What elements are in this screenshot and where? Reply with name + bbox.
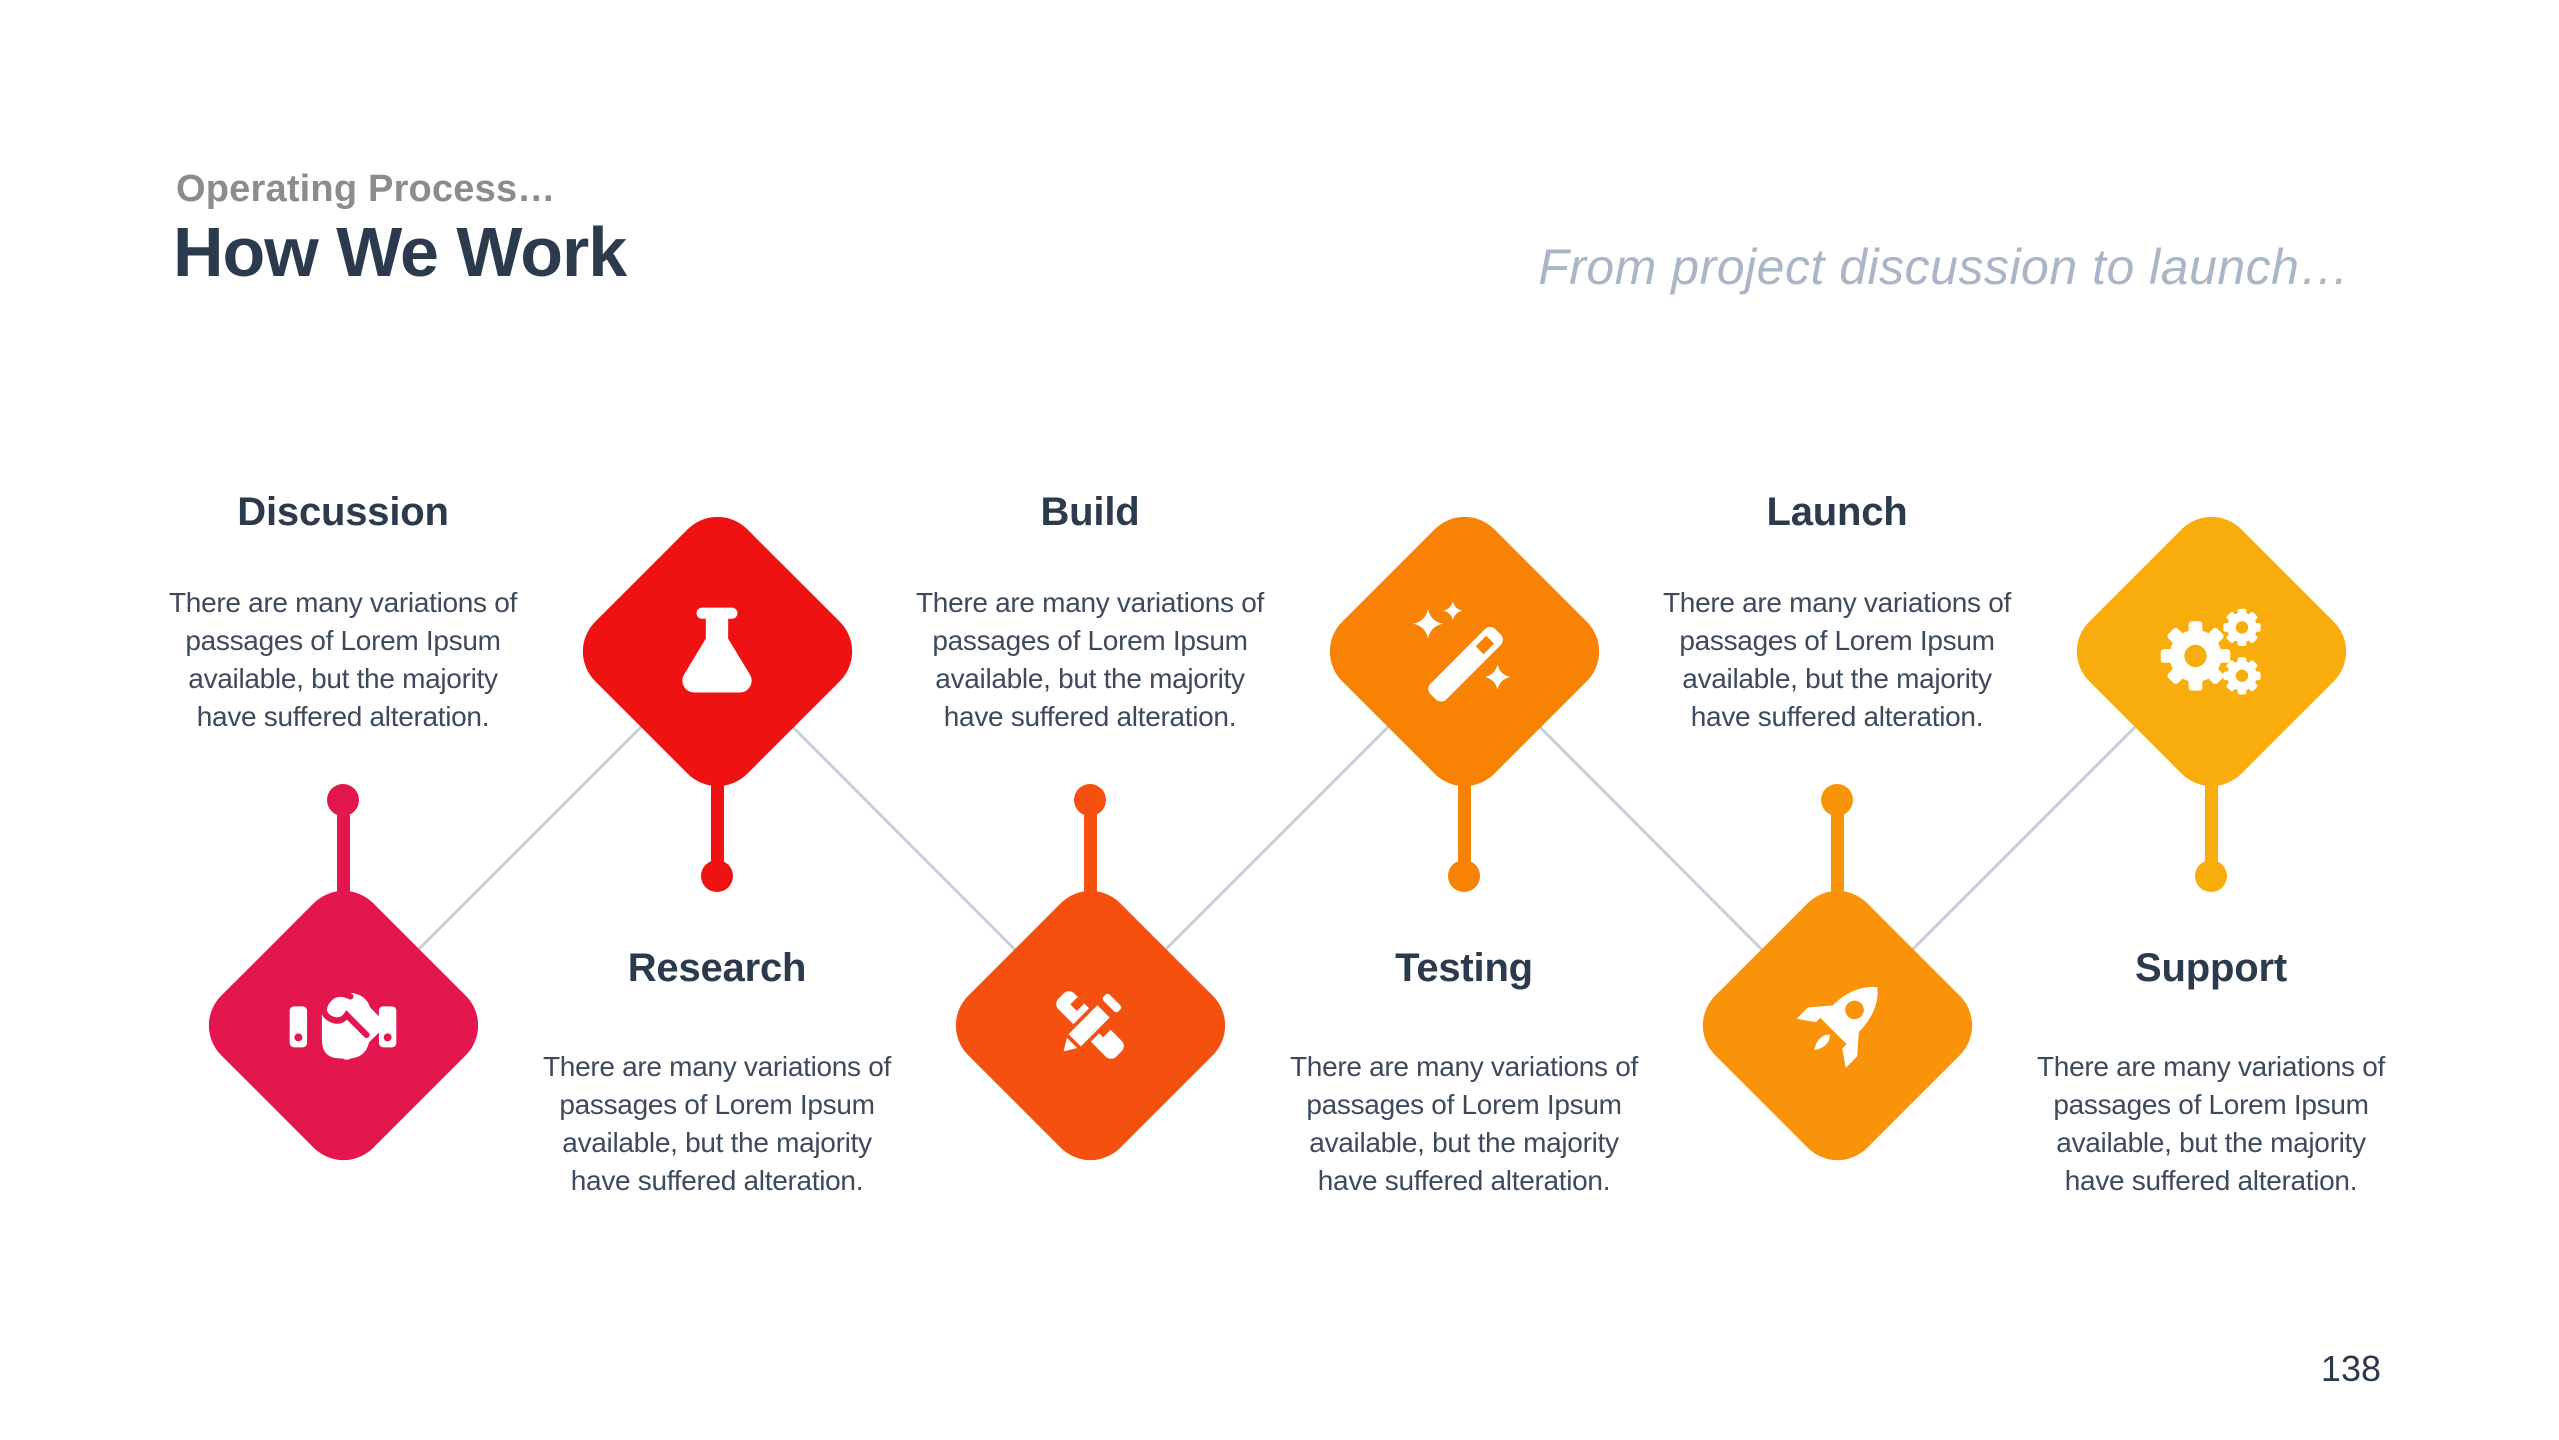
step-title: Testing [1395,946,1533,990]
connector-dot [2195,860,2227,892]
step-description: There are many variations of passages of… [543,1051,891,1196]
connector-stem [2204,780,2218,880]
step-description: There are many variations of passages of… [916,587,1264,732]
connector-dot [1448,860,1480,892]
step-build: Build There are many variations of passa… [890,0,1290,1440]
connector-stem [710,780,724,880]
step-discussion: Discussion There are many variations of … [143,0,543,1440]
page-title: How We Work [173,213,627,291]
magic-wand-icon [1413,601,1510,702]
step-testing: Testing There are many variations of pas… [1264,0,1664,1440]
connector-dot [1074,784,1106,816]
step-support: Support There are many variations of pas… [2011,0,2411,1440]
step-title: Launch [1766,490,1908,534]
step-description: There are many variations of passages of… [1290,1051,1638,1196]
connector-dot [701,860,733,892]
step-research: Research There are many variations of pa… [517,0,917,1440]
step-description: There are many variations of passages of… [2037,1051,2385,1196]
step-description: There are many variations of passages of… [1663,587,2011,732]
step-title: Build [1040,490,1140,534]
flask-icon [682,607,752,693]
page-number: 138 [2320,1348,2381,1389]
slide-subtitle: From project discussion to launch… [1538,239,2350,295]
connector-stem [1830,796,1844,896]
connector-dot [1821,784,1853,816]
step-launch: Launch There are many variations of pass… [1637,0,2037,1440]
connector-dot [327,784,359,816]
rocket-icon [1796,986,1878,1068]
connector-stem [336,796,350,896]
step-title: Support [2135,946,2287,990]
pencil-ruler-icon [1056,990,1125,1059]
step-title: Research [627,946,807,990]
connector-stem [1083,796,1097,896]
handshake-icon [289,990,397,1060]
connector-stem [1457,780,1471,880]
step-description: There are many variations of passages of… [169,587,517,732]
slide-kicker: Operating Process… [176,168,556,210]
gears-icon [2160,608,2261,695]
step-title: Discussion [237,490,449,534]
